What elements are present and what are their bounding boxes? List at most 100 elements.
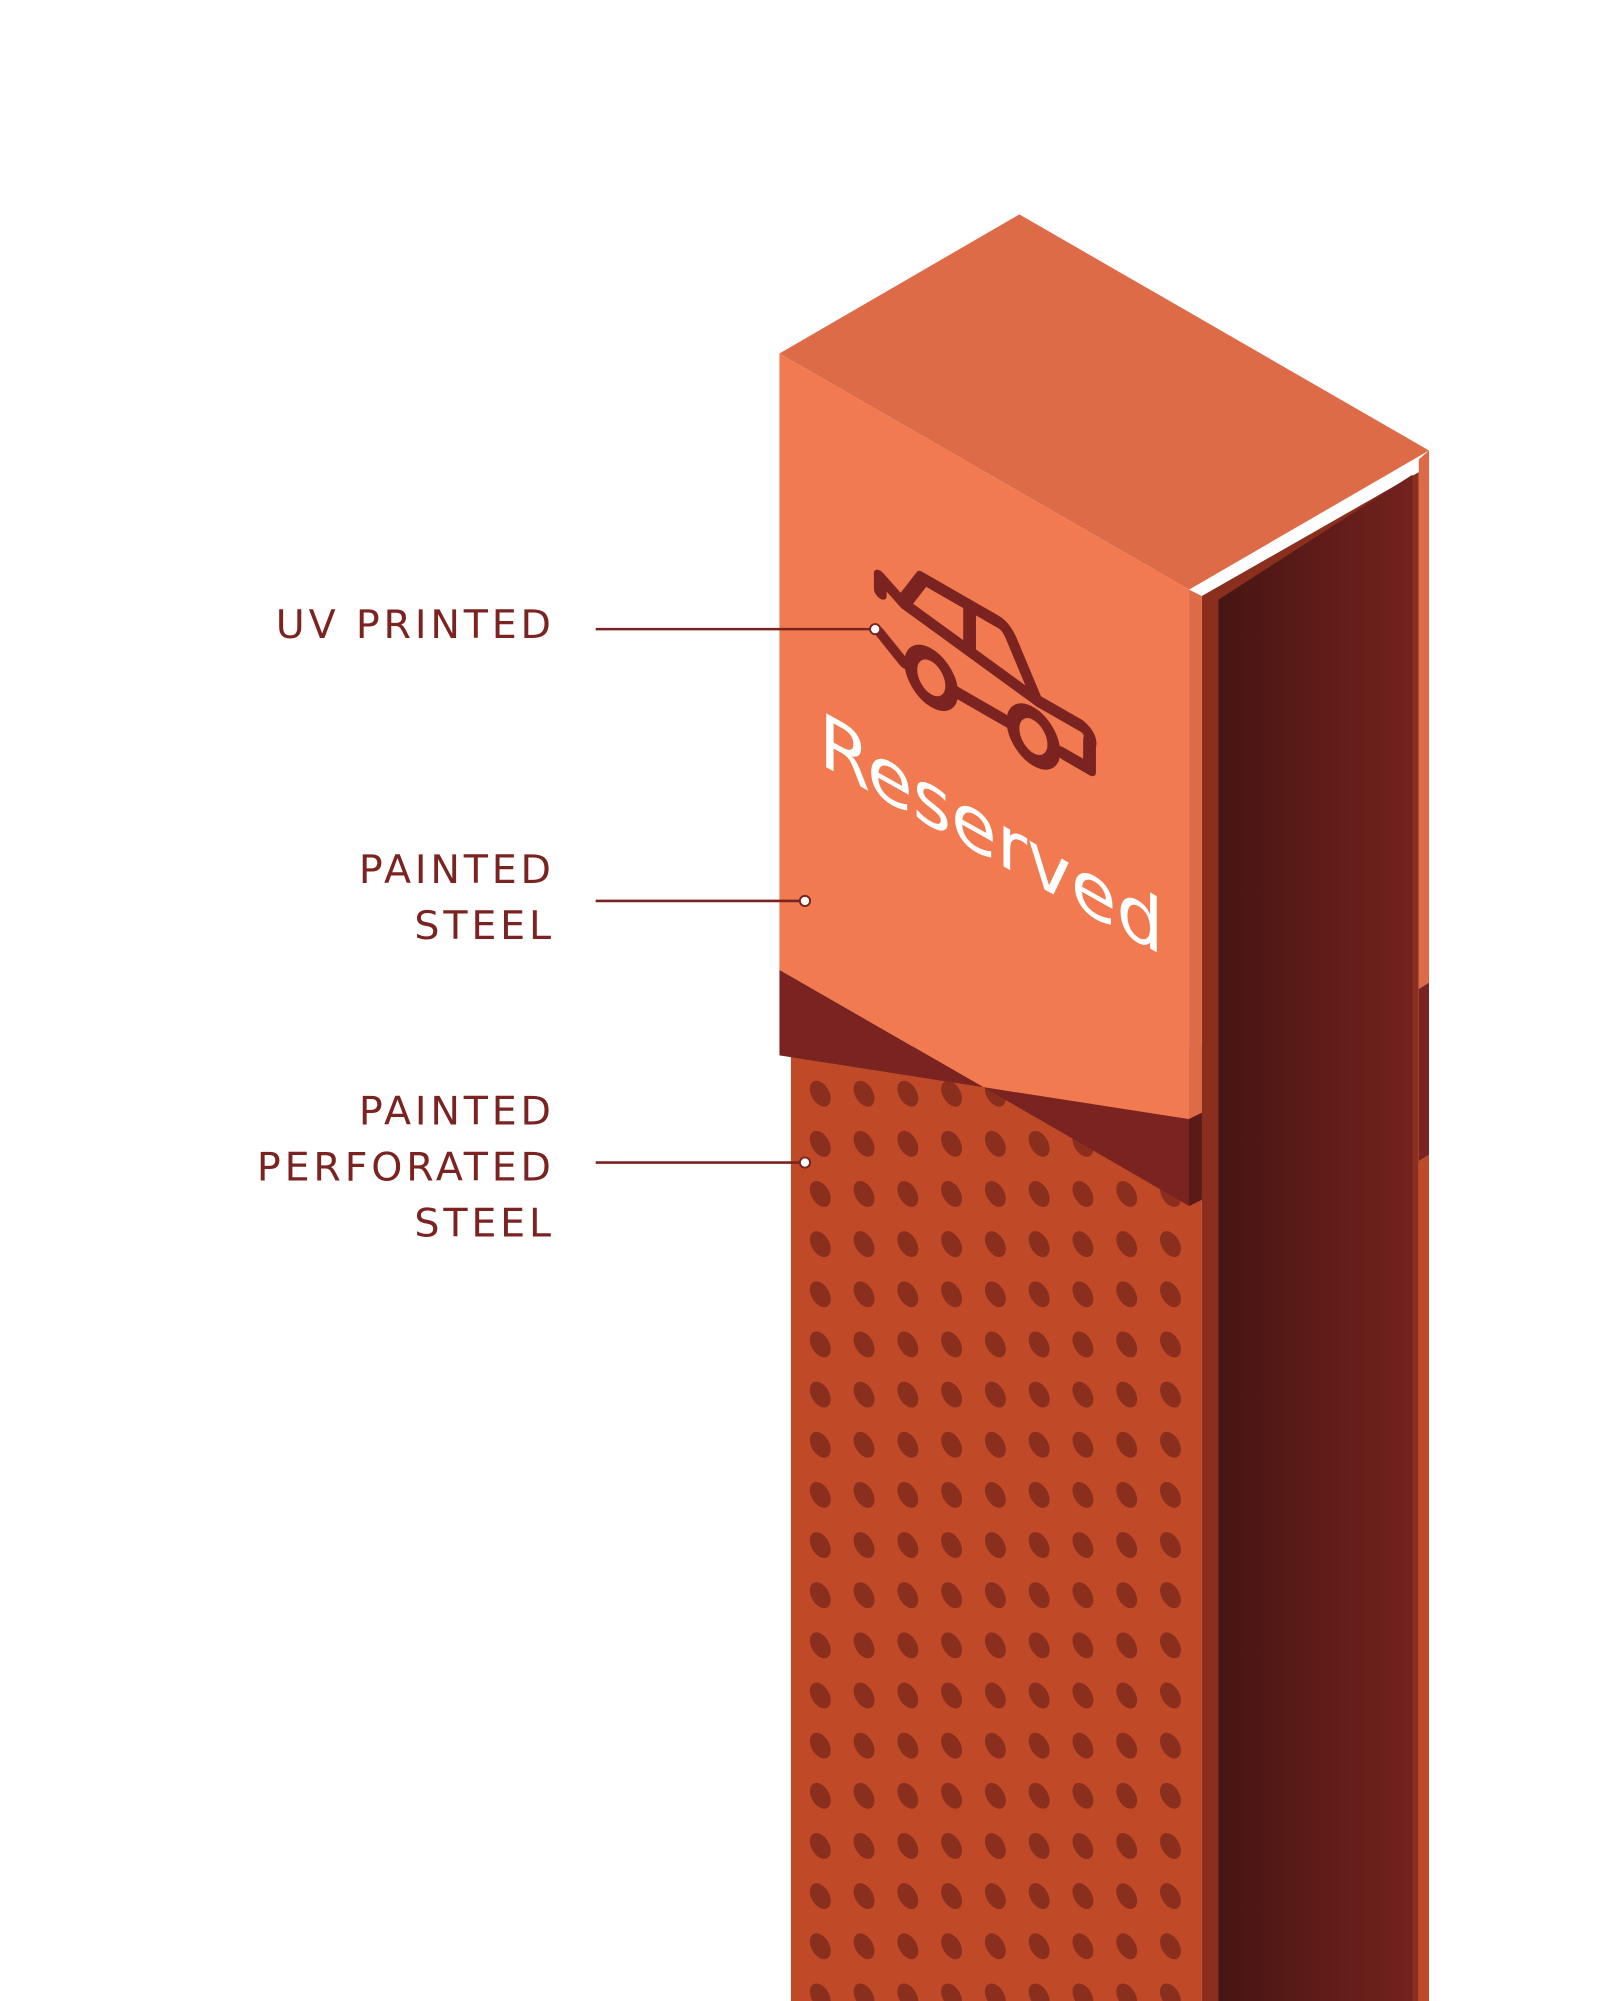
perforation-hole bbox=[1028, 1130, 1050, 1157]
perforation-hole bbox=[941, 1231, 963, 1258]
perforation-hole bbox=[809, 1231, 831, 1258]
perforation-hole bbox=[809, 1933, 831, 1960]
perforation-hole bbox=[897, 1231, 919, 1258]
perforation-hole bbox=[1072, 1381, 1094, 1408]
perforation-hole bbox=[853, 1532, 875, 1558]
perforation-hole bbox=[1116, 1481, 1138, 1508]
label-steel-2: STEEL bbox=[414, 1201, 554, 1247]
perforation-hole bbox=[1160, 1431, 1181, 1458]
perforation-hole bbox=[1028, 1883, 1050, 1910]
perforation-hole bbox=[941, 1732, 963, 1759]
perforation-hole bbox=[1072, 1481, 1094, 1508]
perforation-hole bbox=[853, 1732, 875, 1759]
perforation-hole bbox=[1116, 1782, 1138, 1809]
perforation-hole bbox=[809, 1883, 831, 1910]
perforation-hole bbox=[941, 1481, 963, 1508]
sign-box bbox=[779, 214, 1430, 1206]
perforation-hole bbox=[809, 1181, 831, 1207]
perforation-hole bbox=[853, 1682, 875, 1709]
perforation-hole bbox=[1072, 1933, 1094, 1960]
perforation-hole bbox=[1072, 1883, 1094, 1910]
perforation-hole bbox=[984, 1983, 1006, 2001]
perforation-hole bbox=[1028, 1481, 1050, 1508]
perforation-hole bbox=[809, 1532, 831, 1558]
perforation-hole bbox=[941, 1080, 963, 1107]
perforation-hole bbox=[1072, 1181, 1094, 1207]
perforation-hole bbox=[853, 1080, 875, 1107]
perforation-hole bbox=[1116, 1983, 1138, 2001]
perforation-hole bbox=[941, 1582, 963, 1609]
perforation-hole bbox=[1072, 1832, 1094, 1859]
perforation-hole bbox=[897, 1782, 919, 1809]
label-uv-printed: UV PRINTED bbox=[276, 602, 555, 648]
perforation-hole bbox=[853, 1381, 875, 1408]
perforation-hole bbox=[853, 1883, 875, 1910]
perforation-hole bbox=[941, 1181, 963, 1207]
perforation-hole bbox=[941, 1983, 963, 2001]
perforation-hole bbox=[809, 1281, 831, 1308]
perforation-hole bbox=[897, 1632, 919, 1659]
perforation-hole bbox=[1116, 1281, 1138, 1308]
perforation-hole bbox=[1116, 1231, 1138, 1258]
perforation-hole bbox=[897, 1431, 919, 1458]
perforation-hole bbox=[809, 1481, 831, 1508]
callout-uv-printed: UV PRINTED bbox=[276, 602, 882, 648]
perforation-hole bbox=[1072, 1231, 1094, 1258]
perforation-hole bbox=[1116, 1832, 1138, 1859]
perforation-hole bbox=[1160, 1532, 1181, 1558]
perforation-hole bbox=[1072, 1331, 1094, 1358]
perforation-hole bbox=[1028, 1231, 1050, 1258]
perforation-hole bbox=[1116, 1732, 1138, 1759]
perforation-hole bbox=[941, 1431, 963, 1458]
perforation-hole bbox=[897, 1983, 919, 2001]
perforation-hole bbox=[1028, 1532, 1050, 1558]
perforation-hole bbox=[1160, 1481, 1181, 1508]
perforation-hole bbox=[1072, 1682, 1094, 1709]
perforation-hole bbox=[941, 1532, 963, 1558]
perforation-hole bbox=[1116, 1532, 1138, 1558]
side-channel bbox=[1201, 450, 1430, 2001]
perforation-hole bbox=[984, 1782, 1006, 1809]
perforation-hole bbox=[941, 1782, 963, 1809]
perforation-hole bbox=[941, 1632, 963, 1659]
perforation-hole bbox=[853, 1782, 875, 1809]
perforation-hole bbox=[1072, 1582, 1094, 1609]
perforation-hole bbox=[1116, 1381, 1138, 1408]
perforation-hole bbox=[1160, 1732, 1181, 1759]
perforation-hole bbox=[1160, 1632, 1181, 1659]
perforation-hole bbox=[941, 1883, 963, 1910]
perforation-hole bbox=[1072, 1281, 1094, 1308]
perforation-hole bbox=[941, 1832, 963, 1859]
perforation-hole bbox=[809, 1431, 831, 1458]
perforation-hole bbox=[897, 1532, 919, 1558]
perforation-hole bbox=[1028, 1732, 1050, 1759]
perforation-hole bbox=[1028, 1782, 1050, 1809]
perforation-hole bbox=[809, 1582, 831, 1609]
perforation-hole bbox=[941, 1130, 963, 1157]
perforation-hole bbox=[809, 1381, 831, 1408]
perforation-hole bbox=[853, 1983, 875, 2001]
perforation-hole bbox=[897, 1832, 919, 1859]
car-icon bbox=[873, 569, 1097, 777]
perforation-hole bbox=[809, 1732, 831, 1759]
perforation-hole bbox=[897, 1281, 919, 1308]
label-painted-2: PAINTED bbox=[359, 1088, 555, 1134]
perforation-hole bbox=[853, 1130, 875, 1157]
perforation-hole bbox=[1028, 1682, 1050, 1709]
perforation-hole bbox=[853, 1431, 875, 1458]
perforation-hole bbox=[984, 1381, 1006, 1408]
perforation-hole bbox=[897, 1582, 919, 1609]
front-face bbox=[779, 353, 1190, 1120]
perforation-hole bbox=[1072, 1431, 1094, 1458]
perforation-hole bbox=[941, 1281, 963, 1308]
perforation-hole bbox=[853, 1933, 875, 1960]
perforation-hole bbox=[1160, 1231, 1181, 1258]
perforation-hole bbox=[1160, 1381, 1181, 1408]
perforation-hole bbox=[984, 1832, 1006, 1859]
perforation-hole bbox=[941, 1331, 963, 1358]
perforation-hole bbox=[1160, 1281, 1181, 1308]
perforation-hole bbox=[1160, 1983, 1181, 2001]
perforation-hole bbox=[897, 1080, 919, 1107]
callout-painted-perforated-steel: PAINTED PERFORATED STEEL bbox=[257, 1088, 812, 1247]
